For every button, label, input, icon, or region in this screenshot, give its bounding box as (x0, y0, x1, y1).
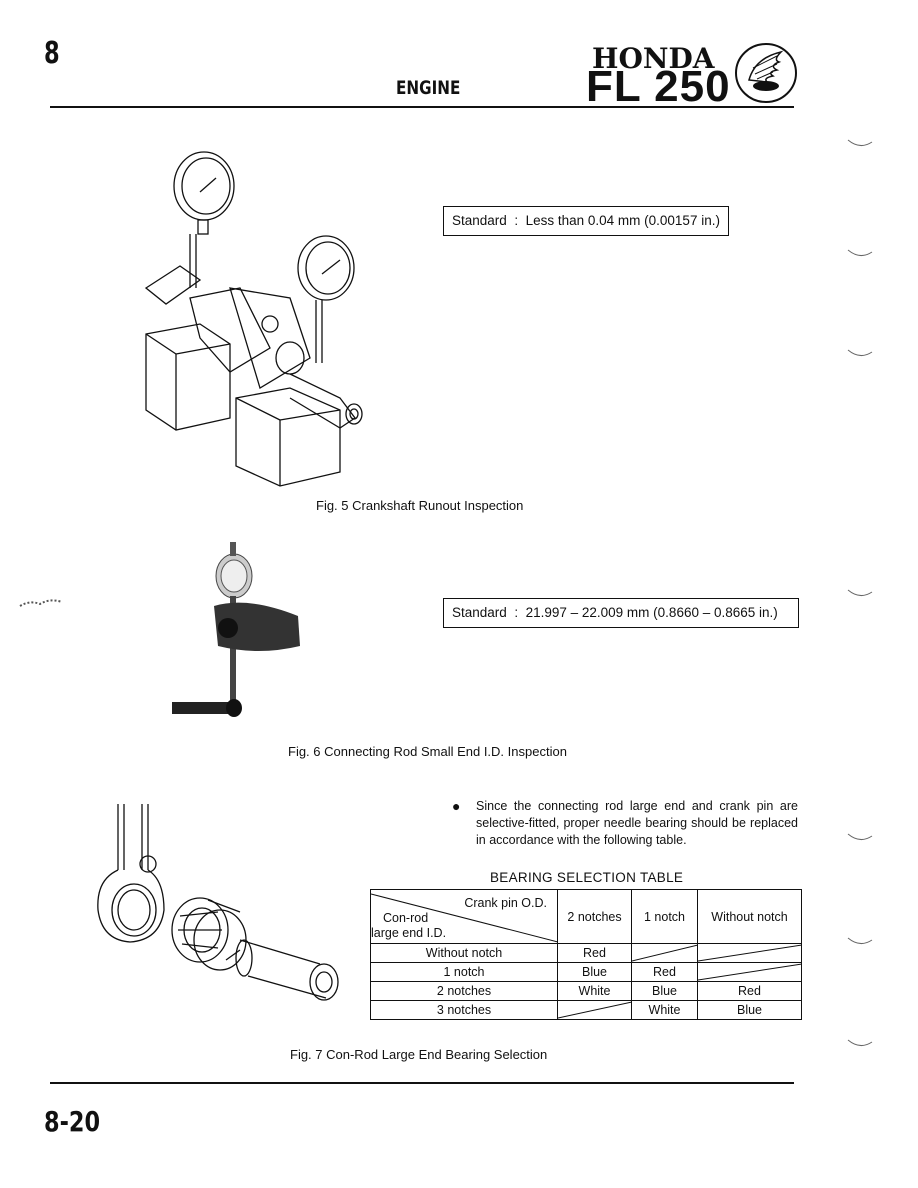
scan-smudge (19, 599, 63, 607)
table-cell: Blue (631, 981, 698, 1001)
empty-cell-slash (698, 944, 802, 962)
row-label: Without notch (370, 943, 558, 963)
table-corner-cell: Crank pin O.D. Con-rod large end I.D. (370, 889, 558, 944)
table-cell: Blue (557, 962, 632, 982)
chapter-number: 8 (44, 36, 60, 71)
fig6-caption: Fig. 6 Connecting Rod Small End I.D. Ins… (288, 744, 567, 759)
honda-wing-logo (735, 43, 797, 103)
column-header: 2 notches (557, 889, 632, 944)
empty-cell-slash (698, 963, 802, 981)
fig6-standard-box: Standard : 21.997 – 22.009 mm (0.8660 – … (443, 598, 799, 628)
table-cell-empty (557, 1000, 632, 1020)
fig5-standard-box: Standard : Less than 0.04 mm (0.00157 in… (443, 206, 729, 236)
fig6-standard-separator: : (514, 605, 519, 620)
table-cell: Red (557, 943, 632, 963)
table-cell-empty (697, 943, 802, 963)
fig5-caption: Fig. 5 Crankshaft Runout Inspection (316, 498, 524, 513)
small-end-bore-gauge-photo (168, 536, 308, 726)
brand-name: HONDA (592, 42, 715, 75)
corner-large-end-label: large end I.D. (371, 926, 447, 940)
table-header-row: Crank pin O.D. Con-rod large end I.D. 2 … (370, 889, 802, 944)
crankshaft-runout-illustration (144, 151, 363, 487)
corner-conrod-label: Con-rod (383, 911, 429, 925)
column-header: Without notch (697, 889, 802, 944)
table-row: 3 notches White Blue (370, 1000, 802, 1020)
table-row: 1 notch Blue Red (370, 962, 802, 982)
row-label: 1 notch (370, 962, 558, 982)
table-title: BEARING SELECTION TABLE (490, 870, 684, 885)
section-title: ENGINE (396, 77, 461, 99)
column-header: 1 notch (631, 889, 698, 944)
fig5-standard-label: Standard (452, 213, 507, 228)
corner-crank-pin-label: Crank pin O.D. (464, 896, 547, 910)
fig7-caption: Fig. 7 Con-Rod Large End Bearing Selecti… (290, 1047, 548, 1062)
fig6-standard-value: 21.997 – 22.009 mm (0.8660 – 0.8665 in.) (525, 605, 778, 620)
empty-cell-slash (558, 1001, 632, 1019)
header-rule (50, 106, 794, 108)
fig5-standard-value: Less than 0.04 mm (0.00157 in.) (525, 213, 720, 228)
table-cell-empty (697, 962, 802, 982)
corner-diagonal (371, 893, 558, 943)
table-cell: Red (697, 981, 802, 1001)
footer-rule (50, 1082, 794, 1084)
empty-cell-slash (632, 944, 698, 962)
bearing-selection-table: Crank pin O.D. Con-rod large end I.D. 2 … (370, 889, 802, 1020)
page-number: 8-20 (44, 1105, 101, 1138)
fig5-standard-separator: : (514, 213, 519, 228)
row-label: 3 notches (370, 1000, 558, 1020)
table-cell: White (631, 1000, 698, 1020)
table-row: Without notch Red (370, 943, 802, 963)
bullet-icon: ● (452, 798, 461, 814)
fig6-standard-label: Standard (452, 605, 507, 620)
model-name: FL 250 (586, 62, 731, 111)
margin-marks (847, 139, 873, 1046)
bearing-selection-note: Since the connecting rod large end and c… (476, 799, 798, 847)
row-label: 2 notches (370, 981, 558, 1001)
table-row: 2 notches White Blue Red (370, 981, 802, 1001)
table-cell: Red (631, 962, 698, 982)
table-cell: Blue (697, 1000, 802, 1020)
conrod-bearing-illustration (97, 804, 339, 1001)
table-cell-empty (631, 943, 698, 963)
table-cell: White (557, 981, 632, 1001)
